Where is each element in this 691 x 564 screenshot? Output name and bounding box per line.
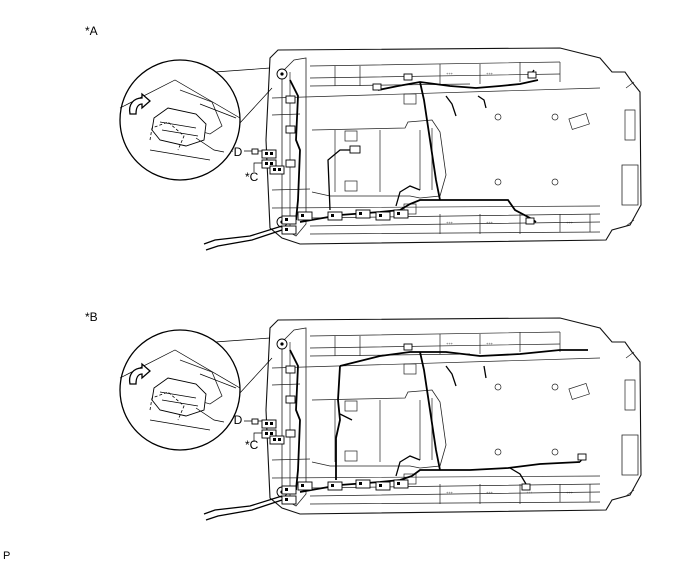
footer-code: P [3, 550, 11, 562]
view-b-diagram [119, 317, 642, 521]
view-b-label: *B [85, 310, 98, 324]
callout-c-label-a: *C [245, 170, 259, 184]
connector-icon [261, 419, 409, 505]
callout-c-label-b: *C [245, 438, 259, 452]
view-a-diagram [119, 47, 642, 251]
connector-icon [261, 145, 409, 235]
view-a-label: *A [85, 24, 98, 38]
